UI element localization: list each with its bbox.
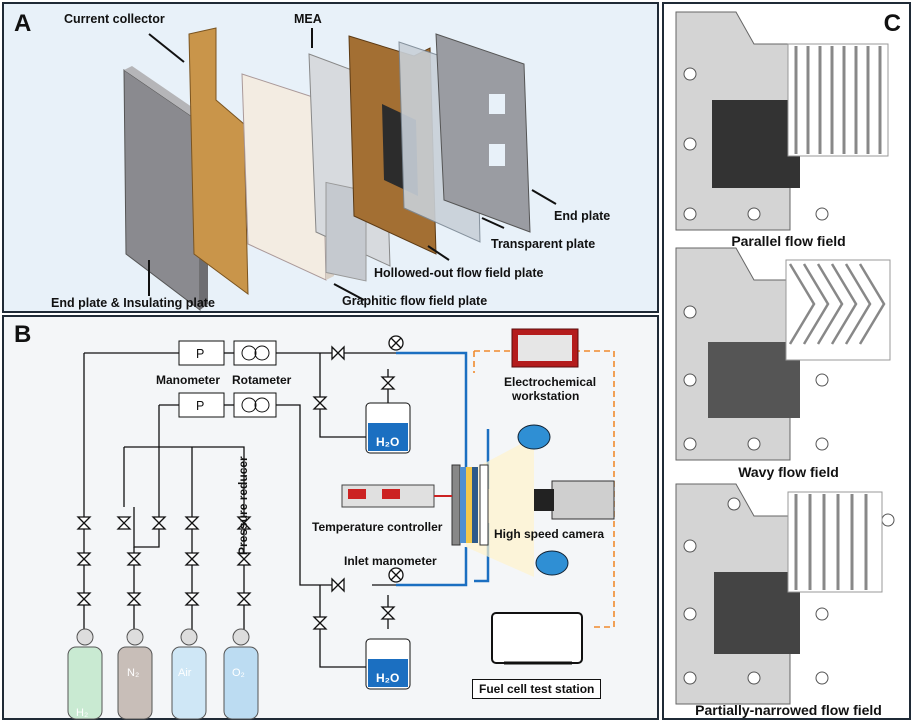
panel-b-test-setup: B [2, 315, 659, 720]
label-mea: MEA [294, 12, 322, 26]
exploded-cell-drawing [123, 27, 557, 312]
label-inlet-manometer: Inlet manometer [344, 554, 437, 568]
right-end-plate [435, 33, 531, 233]
cylinder-label-air: Air [178, 667, 192, 679]
caption-parallel: Parallel flow field [731, 233, 846, 249]
label-temperature-controller: Temperature controller [312, 520, 443, 534]
label-end-insulating-plate: End plate & Insulating plate [51, 296, 215, 310]
narrowed-channels [714, 572, 800, 654]
cylinder-air [171, 646, 207, 720]
parallel-channels [712, 100, 800, 188]
flow-field-drawings [675, 11, 895, 705]
light-bottom [535, 550, 569, 576]
label-current-collector: Current collector [64, 12, 165, 26]
caption-wavy: Wavy flow field [738, 464, 839, 480]
label-transparent-plate: Transparent plate [491, 237, 596, 251]
pressure-gauge-top [178, 340, 225, 366]
label-manometer: Manometer [156, 373, 221, 387]
panel-c-letter: C [883, 10, 901, 37]
cylinder-label-o2: O₂ [232, 667, 245, 679]
panel-c-flow-fields: C [662, 2, 911, 720]
panel-b-letter: B [14, 321, 32, 348]
cylinder-label-n2: N₂ [127, 667, 140, 679]
pressure-gauge-bottom [178, 392, 225, 418]
label-graphitic-plate: Graphitic flow field plate [342, 294, 488, 308]
valve-top [331, 345, 345, 361]
label-water-bottom: H₂O [376, 671, 400, 685]
panel-a-letter: A [14, 10, 32, 37]
label-high-speed-camera: High speed camera [494, 527, 605, 541]
label-echem-1: Electrochemical [504, 375, 597, 389]
high-speed-camera [551, 480, 615, 520]
wavy-channels [708, 342, 800, 418]
label-p1: P [196, 347, 205, 361]
caption-narrowed: Partially-narrowed flow field [695, 702, 882, 718]
cylinder-label-h2: H₂ [76, 707, 89, 719]
label-rotameter: Rotameter [232, 373, 292, 387]
cylinder-o2 [223, 646, 259, 720]
label-test-station: Fuel cell test station [472, 679, 602, 699]
test-station-monitor [491, 612, 583, 664]
label-p2: P [196, 399, 205, 413]
label-hollowed-plate: Hollowed-out flow field plate [374, 266, 544, 280]
cylinder-h2 [67, 646, 103, 720]
current-collector-plate [188, 27, 249, 296]
label-echem-2: workstation [512, 389, 580, 403]
label-water-top: H₂O [376, 435, 400, 449]
light-top [517, 424, 551, 450]
cylinder-n2 [117, 646, 153, 720]
label-pressure-reducer: Pressure reducer [236, 456, 250, 555]
label-end-plate: End plate [554, 209, 611, 223]
piping-schematic [67, 328, 615, 720]
panel-a-exploded-view: A Current collector MEA End plate Transp… [2, 2, 659, 313]
